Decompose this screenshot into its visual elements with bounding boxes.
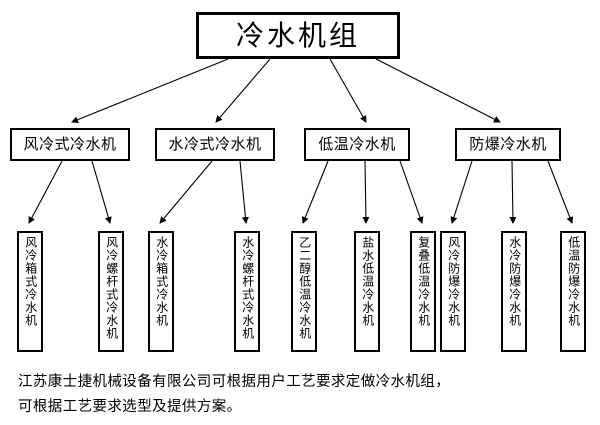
connector-cat-3-to-leaf-7 [450, 160, 473, 224]
node-leaf-glycol-low-temperature[interactable]: 乙二醇低温冷水机 [291, 231, 317, 352]
node-leaf-water-cooled-box-type[interactable]: 水冷箱式冷水机 [148, 231, 174, 352]
category-to-leaf-connectors [28, 160, 574, 224]
connector-cat-2-to-leaf-5 [362, 160, 370, 224]
node-leaf-8-label: 水冷防爆冷水机 [507, 236, 522, 327]
connector-cat-0-to-leaf-1 [91, 160, 112, 224]
footer-line-1: 江苏康士捷机械设备有限公司可根据用户工艺要求定做冷水机组， [18, 374, 451, 390]
root-to-category-connectors [71, 58, 501, 123]
node-leaf-7-label: 风冷防爆冷水机 [446, 236, 461, 327]
node-leaf-water-cooled-screw-type[interactable]: 水冷螺杆式冷水机 [234, 231, 260, 352]
node-leaf-2-label: 水冷箱式冷水机 [154, 236, 169, 327]
node-leaf-water-cooled-explosion-proof[interactable]: 水冷防爆冷水机 [501, 231, 527, 352]
node-leaf-cascade-low-temperature[interactable]: 复叠低温冷水机 [410, 231, 436, 352]
node-leaf-brine-low-temperature[interactable]: 盐水低温冷水机 [354, 231, 380, 352]
node-leaf-0-label: 风冷箱式冷水机 [23, 236, 38, 327]
node-category-low-temperature[interactable]: 低温冷水机 [304, 128, 410, 161]
node-leaf-4-label: 乙二醇低温冷水机 [297, 236, 312, 340]
footer-line-2: 可根据工艺要求选型及提供方案。 [18, 398, 242, 415]
connector-root-to-cat-1 [215, 58, 271, 123]
connector-cat-3-to-leaf-9 [547, 160, 574, 224]
connector-cat-0-to-leaf-0 [28, 160, 63, 224]
node-category-air-cooled[interactable]: 风冷式冷水机 [10, 128, 130, 161]
node-category-water-cooled[interactable]: 水冷式冷水机 [155, 128, 275, 161]
node-leaf-9-label: 低温防爆冷水机 [566, 236, 581, 327]
connector-root-to-cat-2 [329, 58, 367, 123]
node-leaf-6-label: 复叠低温冷水机 [416, 236, 431, 327]
node-category-explosion-proof[interactable]: 防爆冷水机 [455, 128, 561, 161]
node-category-2-label: 低温冷水机 [318, 134, 396, 153]
node-category-3-label: 防爆冷水机 [469, 134, 547, 153]
node-leaf-air-cooled-box-type[interactable]: 风冷箱式冷水机 [17, 231, 43, 352]
node-leaf-air-cooled-explosion-proof[interactable]: 风冷防爆冷水机 [440, 231, 466, 352]
connector-cat-1-to-leaf-2 [159, 160, 213, 224]
node-leaf-1-label: 风冷螺杆式冷水机 [104, 236, 119, 340]
connector-cat-1-to-leaf-3 [239, 160, 249, 224]
connector-cat-3-to-leaf-8 [509, 160, 517, 224]
node-category-1-label: 水冷式冷水机 [168, 134, 262, 153]
node-leaf-air-cooled-screw-type[interactable]: 风冷螺杆式冷水机 [98, 231, 124, 352]
node-root-label: 冷水机组 [235, 18, 360, 52]
node-category-0-label: 风冷式冷水机 [23, 134, 117, 153]
connector-root-to-cat-0 [71, 58, 229, 123]
connector-root-to-cat-3 [375, 58, 501, 123]
node-leaf-3-label: 水冷螺杆式冷水机 [240, 236, 255, 340]
connector-cat-2-to-leaf-6 [399, 160, 424, 224]
node-leaf-low-temperature-explosion-proof[interactable]: 低温防爆冷水机 [560, 231, 586, 352]
node-leaf-5-label: 盐水低温冷水机 [360, 236, 375, 327]
node-root-chiller-unit[interactable]: 冷水机组 [196, 12, 400, 59]
footer-note: 江苏康士捷机械设备有限公司可根据用户工艺要求定做冷水机组， 可根据工艺要求选型及… [18, 370, 588, 419]
connector-cat-2-to-leaf-4 [301, 160, 329, 224]
